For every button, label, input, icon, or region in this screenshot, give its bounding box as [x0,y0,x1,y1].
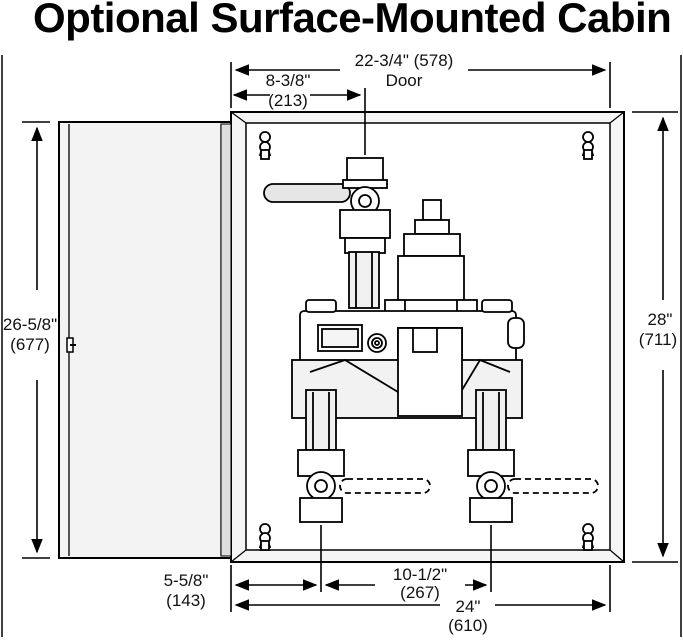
door-height-inch-label: 26-5/8" [3,315,57,334]
centers-inch-label: 10-1/2" [393,565,447,584]
mixing-valve-assembly [263,157,599,523]
door-width-label: 22-3/4" (578) [355,51,454,70]
cabinet-height-inch-label: 28" [648,310,673,329]
cabinet-width-mm-label: (610) [448,616,488,635]
cabinet-height-mm-label: (711) [639,330,677,349]
door-label: Door [386,71,423,90]
top-offset-inch-label: 8-3/8" [266,71,311,90]
page-title: Optional Surface-Mounted Cabin [33,0,672,41]
door-height-mm-label: (677) [10,335,50,354]
door-latch-icon [66,337,76,353]
bottom-offset-inch-label: 5-5/8" [164,571,209,590]
centers-mm-label: (267) [400,583,440,602]
bottom-offset-mm-label: (143) [166,591,206,610]
cabinet-door [58,121,232,559]
cabinet-width-inch-label: 24" [456,597,481,616]
top-offset-mm-label: (213) [268,91,308,110]
